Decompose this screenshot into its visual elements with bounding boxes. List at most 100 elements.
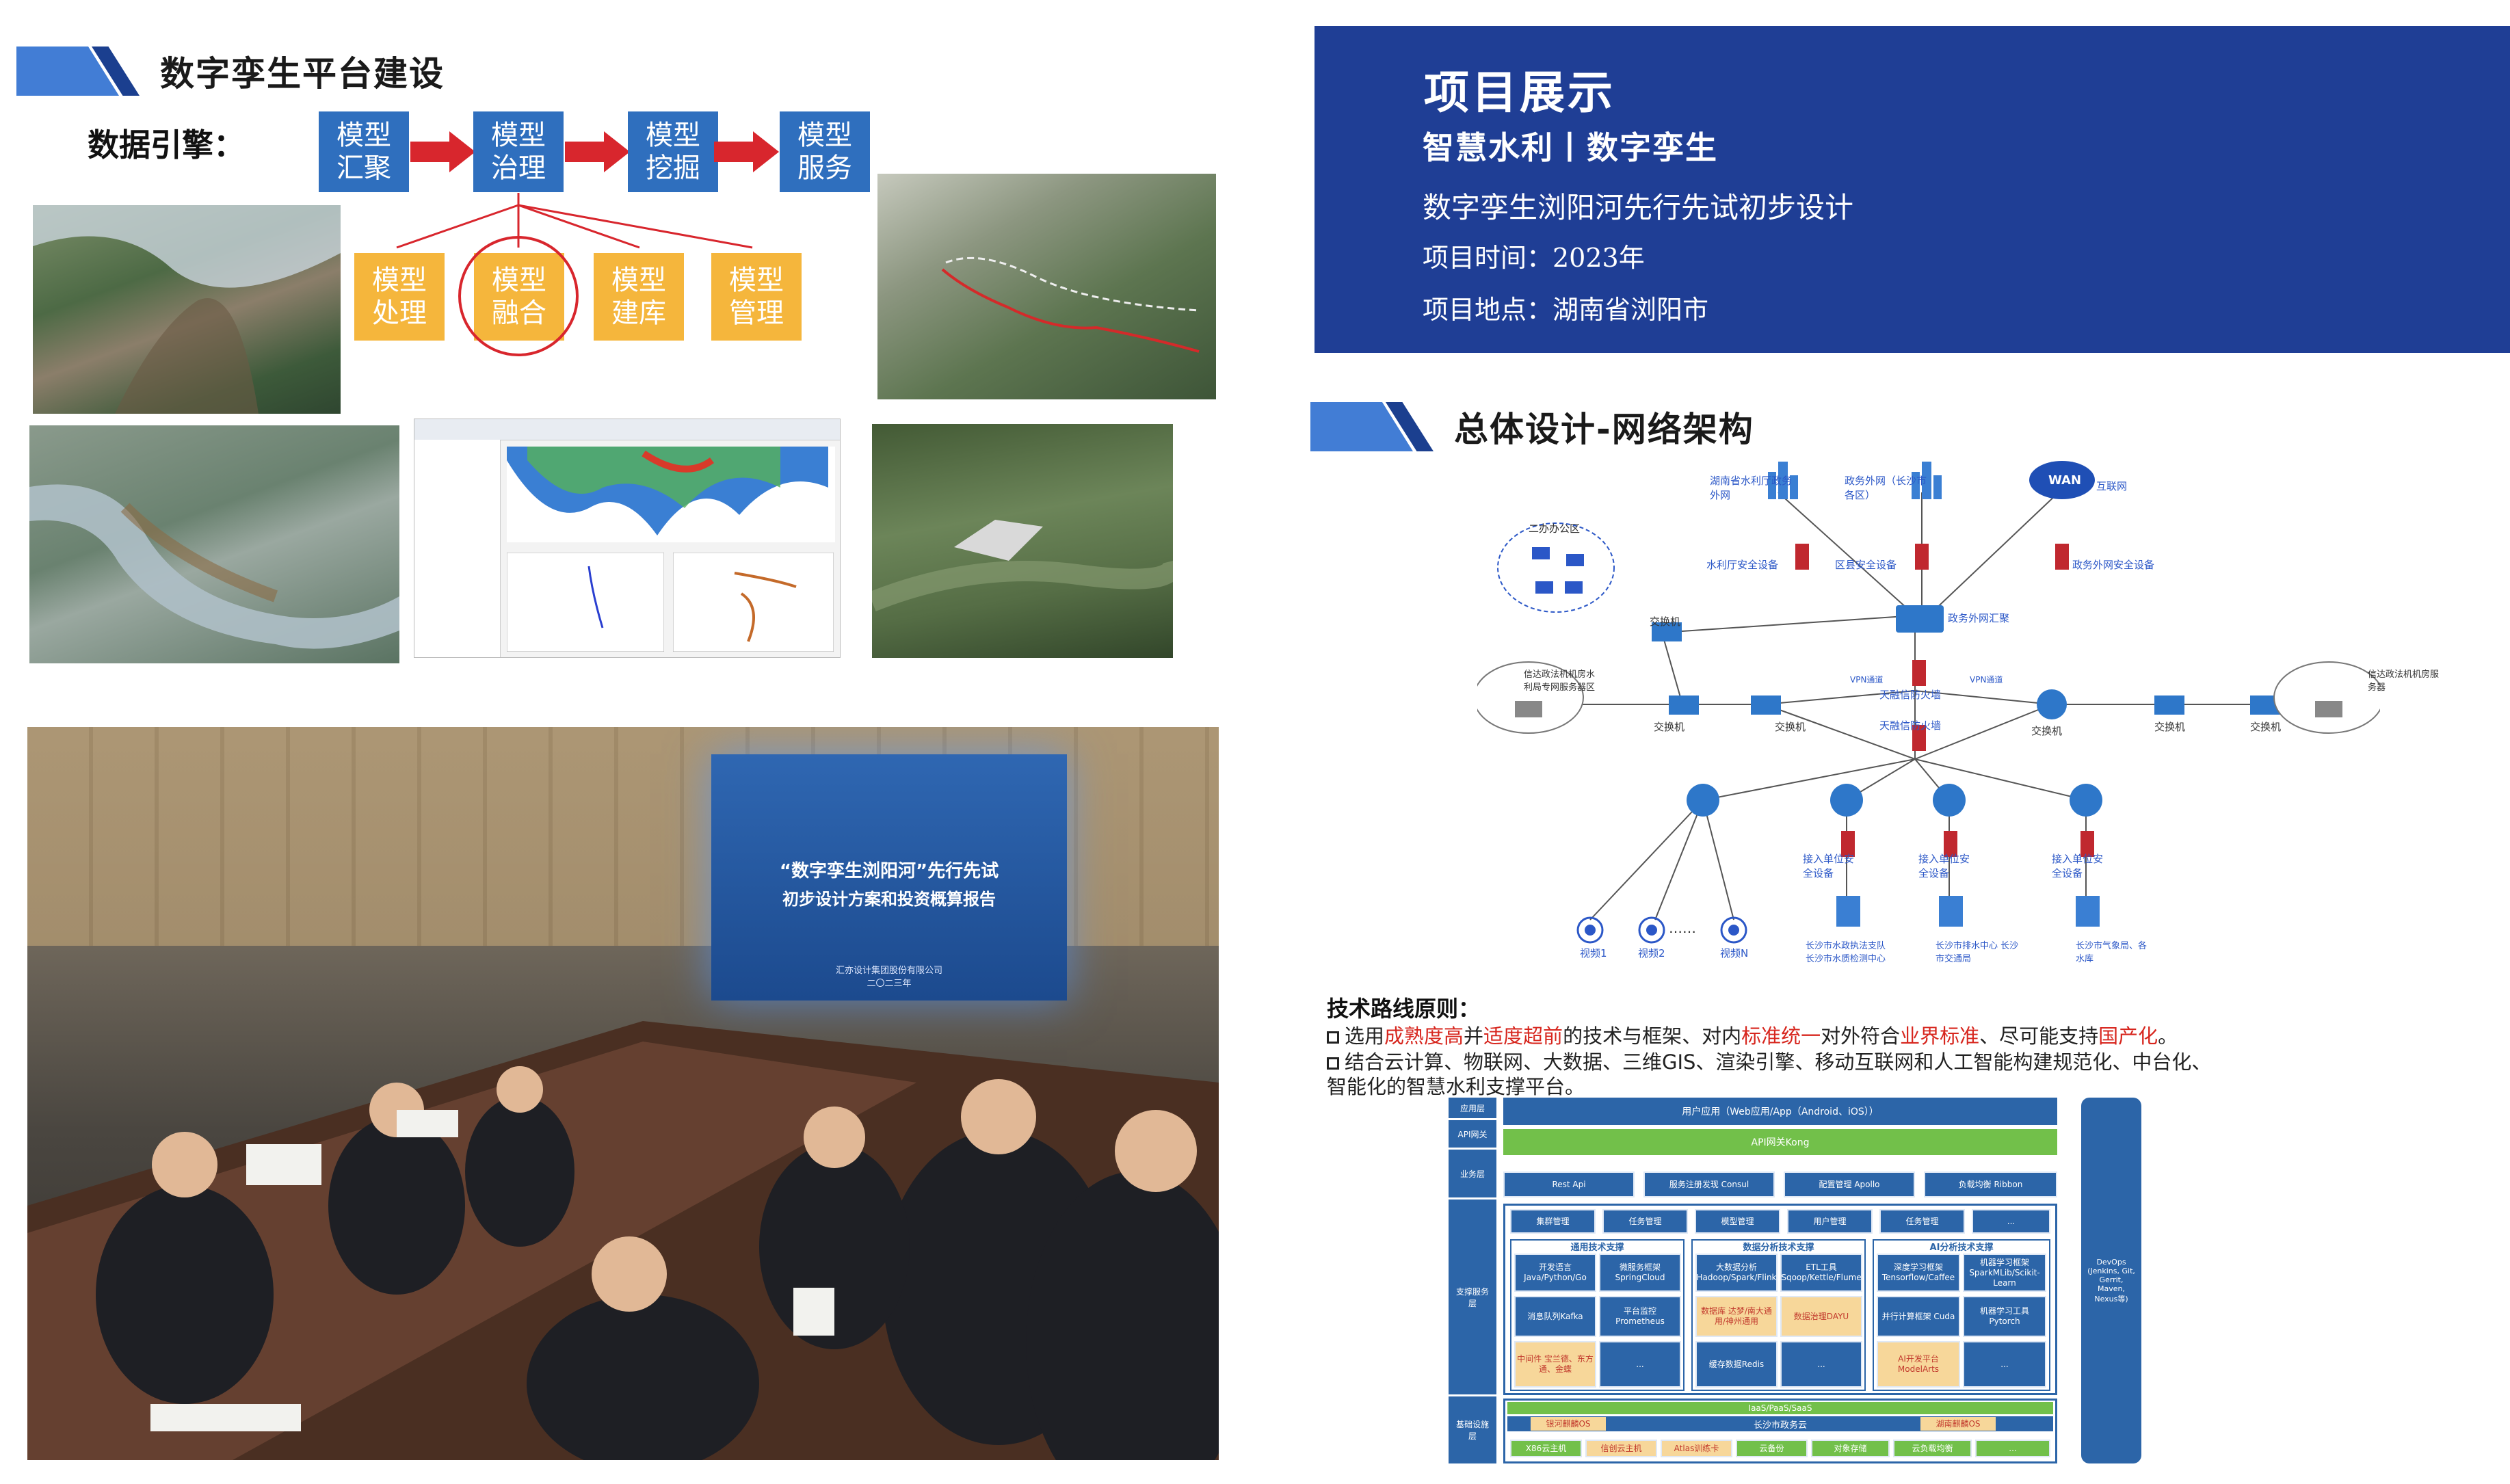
layer-support: 支撑服务层 xyxy=(1449,1200,1496,1394)
net-label-gov-sec: 政务外网安全设备 xyxy=(2072,559,2155,571)
tech-principle-1-text: 选用成熟度高并适度超前的技术与框架、对内标准统一对外符合业界标准、尽可能支持国产… xyxy=(1345,1024,2178,1048)
user-app-bar: 用户应用（Web应用/App（Android、iOS）） xyxy=(1503,1098,2057,1125)
cell-more: ... xyxy=(1780,1341,1862,1388)
group-general xyxy=(1510,1239,1685,1391)
net-label-switch: 交换机 xyxy=(2250,721,2282,733)
flow-arrow xyxy=(714,131,779,172)
flow-step-govern: 模型治理 xyxy=(473,111,564,192)
sub-step-library: 模型建库 xyxy=(594,253,684,341)
net-label-left-server: 信达政法机机房水利局专网服务器区 xyxy=(1524,670,1596,693)
tech-principle-1-segment: 标准统一 xyxy=(1741,1024,1821,1048)
net-label-district-sec: 区县安全设备 xyxy=(1835,559,1897,571)
mgmt-cell: 任务管理 xyxy=(1879,1209,1965,1234)
os-cell: 湖南麒麟OS xyxy=(1920,1417,1996,1431)
cell-gov: 数据治理DAYU xyxy=(1780,1296,1862,1337)
sub-step-process: 模型处理 xyxy=(354,253,445,341)
net-label-site: 长沙市气象局、各水库 xyxy=(2076,941,2148,964)
tech-principle-1: 选用成熟度高并适度超前的技术与框架、对内标准统一对外符合业界标准、尽可能支持国产… xyxy=(1327,1020,2178,1049)
engine-label: 数据引擎： xyxy=(88,127,245,163)
terrain-image-slope xyxy=(877,174,1216,399)
cell-middleware: 中间件 宝兰德、东方通、金蝶 xyxy=(1514,1341,1596,1388)
net-label-camera: 视频2 xyxy=(1638,947,1665,959)
layer-infra: 基础设施层 xyxy=(1449,1396,1496,1463)
hw-cell: ... xyxy=(1975,1440,2050,1457)
project-panel: 项目展示 智慧水利丨数字孪生 数字孪生浏阳河先行先试初步设计 项目时间：2023… xyxy=(1315,26,2510,353)
net-label-water-sec: 水利厅安全设备 xyxy=(1706,559,1779,571)
os-cell: 银河麒麟OS xyxy=(1531,1417,1606,1431)
screen-title: “数字孪生浏阳河”先行先试 xyxy=(779,861,999,882)
mgmt-cell: 用户管理 xyxy=(1787,1209,1873,1234)
cell-bigdata: 大数据分析 Hadoop/Spark/Flink xyxy=(1695,1254,1778,1292)
group-general-title: 通用技术支撑 xyxy=(1570,1243,1624,1253)
net-label-access: 接入单位安全设备 xyxy=(1803,853,1855,879)
flow-step-mine: 模型挖掘 xyxy=(628,111,718,192)
tech-principle-1-segment: 的技术与框架、对内 xyxy=(1563,1024,1742,1048)
projection-screen: “数字孪生浏阳河”先行先试 初步设计方案和投资概算报告 汇亦设计集团股份有限公司… xyxy=(711,754,1067,1001)
group-ai xyxy=(1873,1239,2050,1391)
left-section-title: 数字孪生平台建设 xyxy=(160,54,445,94)
cell-lang: 开发语言 Java/Python/Go xyxy=(1514,1254,1596,1292)
net-label-access: 接入单位安全设备 xyxy=(2052,853,2104,879)
net-label-camera: 视频N xyxy=(1720,947,1749,959)
hw-cell: X86云主机 xyxy=(1510,1440,1582,1457)
cell-redis: 缓存数据Redis xyxy=(1695,1341,1778,1388)
section-stripe-icon xyxy=(16,47,146,96)
tech-principle-1-segment: 成熟度高 xyxy=(1384,1024,1464,1048)
net-label-site: 长沙市排水中心 长沙市交通局 xyxy=(1936,941,2019,964)
net-label-site: 长沙市水政执法支队 长沙市水质检测中心 xyxy=(1806,941,1886,964)
software-screenshot xyxy=(414,419,841,658)
cell-more: ... xyxy=(1963,1341,2046,1388)
project-tags: 智慧水利丨数字孪生 xyxy=(1423,129,1718,166)
group-data-title: 数据分析技术支撑 xyxy=(1743,1243,1814,1253)
cell-modelarts: AI开发平台 ModelArts xyxy=(1877,1341,1960,1388)
tech-principle-1-segment: 对外符合 xyxy=(1821,1024,1901,1048)
cell-db: 数据库 达梦/南大通用/神州通用 xyxy=(1695,1296,1778,1337)
left-section-header: 数字孪生平台建设 xyxy=(16,47,445,96)
mgmt-cell: 模型管理 xyxy=(1695,1209,1780,1234)
api-gateway-bar: API网关Kong xyxy=(1503,1129,2057,1155)
net-label-hunan-water: 湖南省水利厅政务外网 xyxy=(1710,475,1793,501)
net-label-vpn: VPN通道 xyxy=(1970,675,2003,685)
screen-date: 二〇二三年 xyxy=(867,979,912,989)
net-label-switch: 交换机 xyxy=(1775,721,1806,733)
group-data xyxy=(1691,1239,1866,1391)
project-location: 项目地点：湖南省浏阳市 xyxy=(1423,295,1709,325)
tech-principle-1-segment: 适度超前 xyxy=(1483,1024,1563,1048)
hw-cell: 云备份 xyxy=(1736,1440,1808,1457)
net-label-camera: 视频1 xyxy=(1580,947,1607,959)
project-title: 项目展示 xyxy=(1424,66,1615,119)
iaas-bar: IaaS/PaaS/SaaS xyxy=(1507,1402,2053,1414)
wan-label: WAN xyxy=(2048,473,2082,488)
hw-cell: 信创云主机 xyxy=(1585,1440,1657,1457)
flow-arrow xyxy=(410,131,475,172)
screen-subtitle: 初步设计方案和投资概算报告 xyxy=(782,890,996,909)
tech-principle-1-segment: 并 xyxy=(1464,1024,1484,1048)
project-name: 数字孪生浏阳河先行先试初步设计 xyxy=(1423,191,1854,224)
cloud-bar: 长沙市政务云 xyxy=(1507,1416,2053,1431)
net-label-switch: 交换机 xyxy=(2031,725,2063,737)
flow-step-serve: 模型服务 xyxy=(780,111,870,192)
terrain-image-dam xyxy=(872,424,1173,658)
cell-cuda: 并行计算框架 Cuda xyxy=(1877,1296,1960,1337)
mgmt-cell: 集群管理 xyxy=(1510,1209,1596,1234)
tech-principle-1-segment: 国产化 xyxy=(2098,1024,2158,1048)
cell-torch: 机器学习工具 Pytorch xyxy=(1963,1296,2046,1337)
checkbox-icon xyxy=(1327,1057,1339,1070)
tech-title: 技术路线原则： xyxy=(1327,996,1481,1022)
screen-company: 汇亦设计集团股份有限公司 xyxy=(835,966,942,976)
net-label-gov-core: 政务外网汇聚 xyxy=(1948,612,2010,624)
net-label-switch: 交换机 xyxy=(2154,721,2186,733)
cell-monitor: 平台监控 Prometheus xyxy=(1599,1296,1681,1337)
rest-api: Rest Api xyxy=(1503,1171,1635,1197)
highlight-circle xyxy=(458,236,579,356)
hw-cell: 对象存储 xyxy=(1811,1440,1890,1457)
net-label-switch: 交换机 xyxy=(1650,615,1681,628)
terrain-image-river xyxy=(29,425,399,663)
hw-cell: Atlas训练卡 xyxy=(1661,1440,1732,1457)
sub-step-manage: 模型管理 xyxy=(711,253,802,341)
cell-dl: 深度学习框架 Tensorflow/Caffee xyxy=(1877,1254,1960,1292)
consul: 服务注册发现 Consul xyxy=(1643,1171,1775,1197)
devops-bar: DevOps (Jenkins, Git, Gerrit, Maven, Nex… xyxy=(2081,1098,2141,1463)
net-label-internet: 互联网 xyxy=(2096,480,2128,492)
hw-cell: 云负载均衡 xyxy=(1893,1440,1972,1457)
